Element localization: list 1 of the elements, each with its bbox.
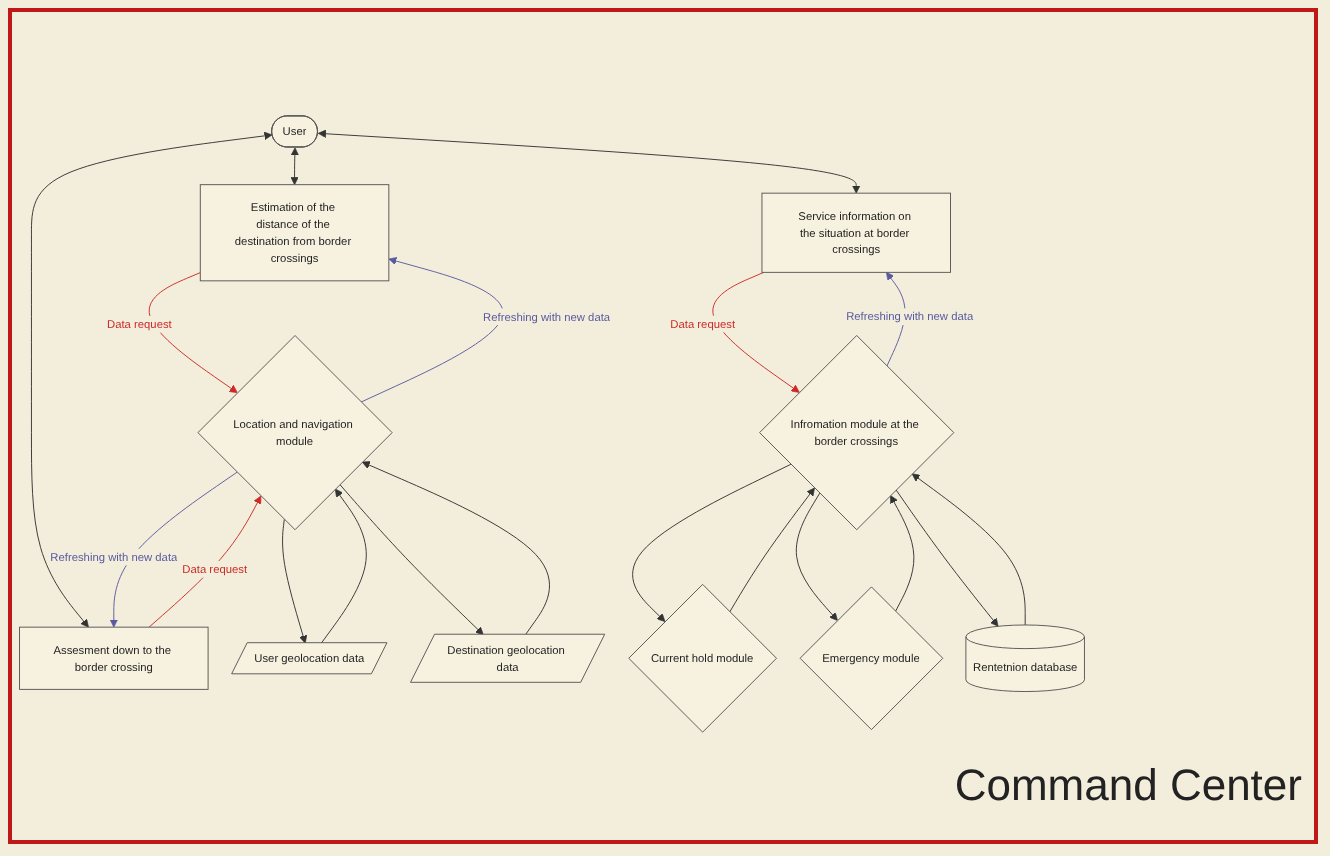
area-label: Command Center bbox=[954, 760, 1302, 812]
